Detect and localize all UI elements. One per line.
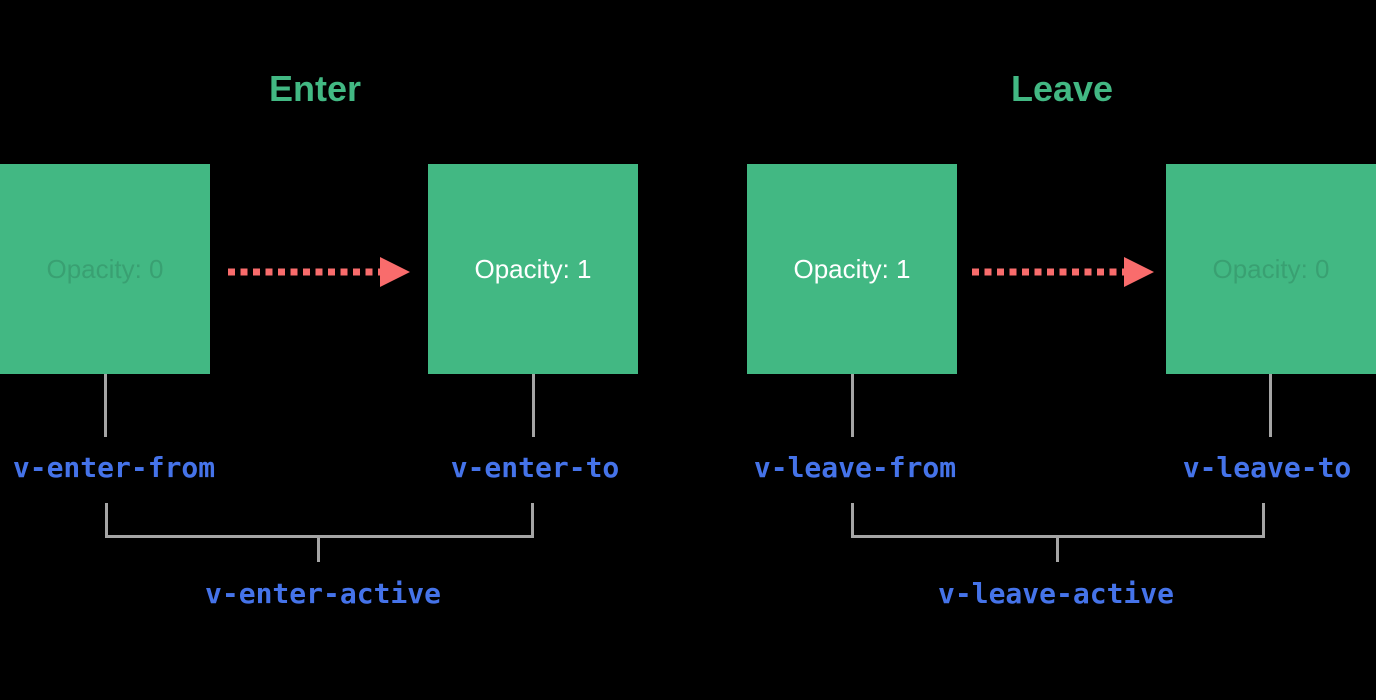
leave-to-connector-line (1269, 374, 1272, 437)
leave-active-class-label: v-leave-active (937, 577, 1175, 610)
leave-bracket-bar (851, 535, 1265, 538)
leave-bracket-right-stub (1262, 503, 1265, 538)
leave-to-box-label: Opacity: 0 (1212, 253, 1330, 284)
enter-dashed-arrow-icon (228, 257, 410, 287)
enter-bracket-right-stub (531, 503, 534, 538)
enter-to-connector-line (532, 374, 535, 437)
enter-to-box: Opacity: 1 (428, 164, 638, 374)
leave-bracket-stem (1056, 538, 1059, 562)
leave-bracket-left-stub (851, 503, 854, 538)
enter-to-class-label: v-enter-to (450, 451, 620, 484)
leave-from-connector-line (851, 374, 854, 437)
leave-dashed-arrow-icon (972, 257, 1154, 287)
leave-from-class-label: v-leave-from (753, 451, 957, 484)
enter-from-box-label: Opacity: 0 (46, 253, 164, 284)
enter-from-class-label: v-enter-from (12, 451, 216, 484)
enter-bracket-stem (317, 538, 320, 562)
enter-section-title: Enter (268, 68, 362, 109)
leave-to-class-label: v-leave-to (1182, 451, 1352, 484)
leave-from-box-label: Opacity: 1 (793, 253, 911, 284)
enter-from-box: Opacity: 0 (0, 164, 210, 374)
leave-section-title: Leave (1010, 68, 1114, 109)
leave-from-box: Opacity: 1 (747, 164, 957, 374)
enter-active-class-label: v-enter-active (204, 577, 442, 610)
enter-to-box-label: Opacity: 1 (474, 253, 592, 284)
enter-bracket-left-stub (105, 503, 108, 538)
enter-from-connector-line (104, 374, 107, 437)
leave-to-box: Opacity: 0 (1166, 164, 1376, 374)
enter-bracket-bar (105, 535, 534, 538)
